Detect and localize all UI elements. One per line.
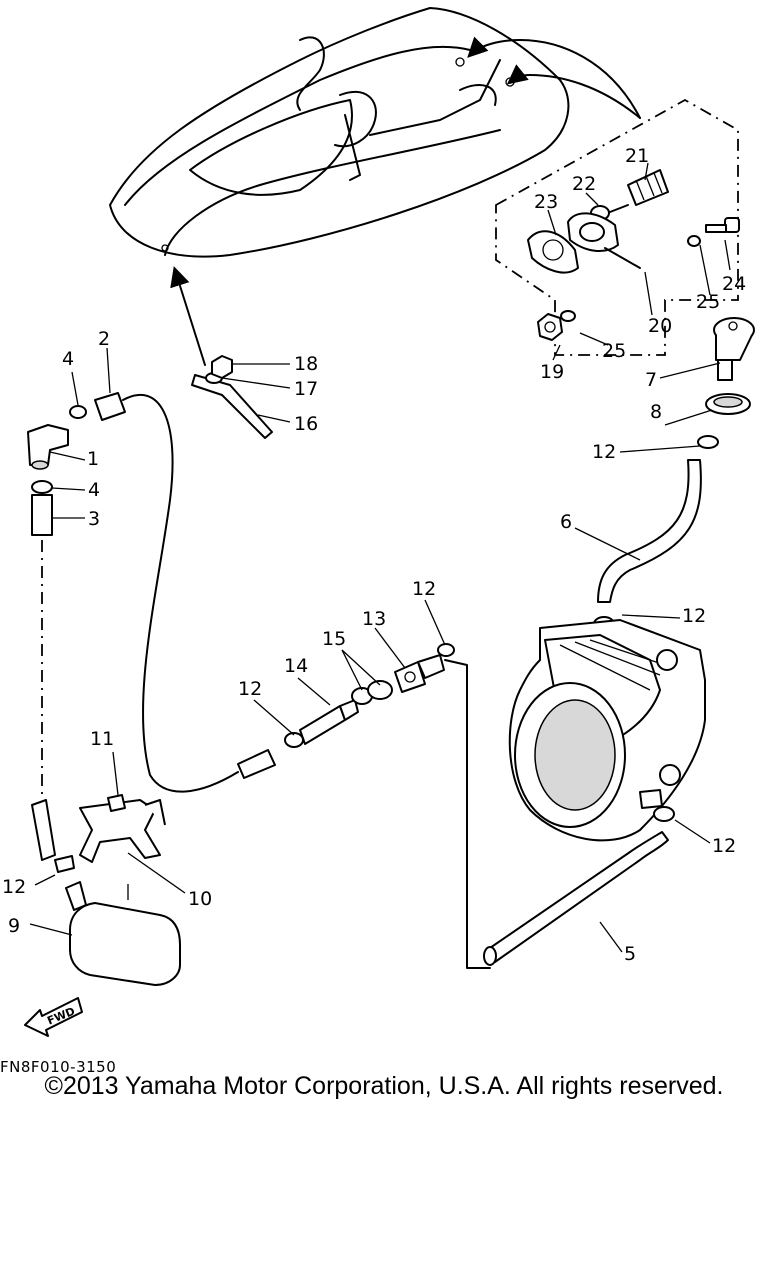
fitting-chain [237, 643, 455, 779]
callout-12-chain: 12 [238, 678, 262, 700]
route-line-5 [444, 659, 491, 969]
callout-25-lower: 25 [602, 340, 626, 362]
part-7-plug [713, 317, 755, 381]
callout-17: 17 [294, 378, 318, 400]
part-19-nut [537, 313, 563, 341]
callout-21: 21 [625, 145, 649, 167]
clamp-12-upper [697, 435, 719, 449]
callout-1: 1 [87, 448, 99, 470]
part-18-nut [211, 355, 233, 379]
part-9-tank [65, 881, 181, 986]
part-1-elbow [27, 424, 69, 470]
part-25-washer-upper [687, 235, 701, 247]
diagram-code: FN8F010-3150 [0, 1058, 117, 1076]
fwd-direction-arrow: FWD [24, 997, 83, 1037]
callout-4-lower: 4 [88, 479, 100, 501]
part-2-hose [94, 392, 126, 421]
jet-pump-housing [508, 619, 706, 842]
part-16-plate [191, 374, 273, 439]
part-21-plug [609, 169, 669, 213]
parts-exploded-diagram: FWD 1 2 [2, 7, 755, 1037]
leader-lines [29, 162, 731, 953]
callout-12-hose6: 12 [682, 605, 706, 627]
callout-18: 18 [294, 353, 318, 375]
callout-numbers: 1 2 3 4 4 5 6 7 8 9 10 11 12 12 12 12 12… [2, 145, 746, 965]
callout-2: 2 [98, 328, 110, 350]
callout-8: 8 [650, 401, 662, 423]
part-10-bracket [79, 799, 166, 863]
part-11-screw [107, 794, 126, 812]
part-8-nut [705, 393, 751, 415]
callout-24: 24 [722, 273, 746, 295]
callout-11: 11 [90, 728, 114, 750]
callout-20: 20 [648, 315, 672, 337]
part-20-housing [567, 212, 641, 269]
callout-5: 5 [624, 943, 636, 965]
part-25-washer-lower [560, 310, 576, 322]
hull-arrows [170, 36, 641, 366]
fwd-label: FWD [45, 1005, 77, 1028]
callout-12-left: 12 [2, 876, 26, 898]
hose-route-2 [122, 393, 239, 793]
callout-6: 6 [560, 511, 572, 533]
callout-4-upper: 4 [62, 348, 74, 370]
part-6-hose [597, 459, 702, 603]
clamp-12-left-lower [54, 855, 75, 873]
callout-25-upper: 25 [696, 291, 720, 313]
part-23-gasket [527, 230, 579, 274]
inset-box [495, 98, 739, 356]
callout-14: 14 [284, 655, 308, 677]
callout-15: 15 [322, 628, 346, 650]
callout-3: 3 [88, 508, 100, 530]
part-3-pipe [31, 494, 53, 536]
part-4-clamp-lower [31, 480, 53, 494]
clamp-12-lower-right [653, 806, 675, 822]
callout-12-right-lower: 12 [712, 835, 736, 857]
callout-7: 7 [645, 369, 657, 391]
callout-22: 22 [572, 173, 596, 195]
callout-10: 10 [188, 888, 212, 910]
callout-9: 9 [8, 915, 20, 937]
callout-12-right-upper: 12 [592, 441, 616, 463]
part-24-bolt [705, 217, 740, 233]
part-4-clamp-upper [69, 405, 87, 419]
watercraft-hull-drawing [109, 7, 570, 258]
copyright-notice: ©2013 Yamaha Motor Corporation, U.S.A. A… [44, 1072, 724, 1100]
callout-12-top: 12 [412, 578, 436, 600]
callout-16: 16 [294, 413, 318, 435]
callout-19: 19 [540, 361, 564, 383]
lower-hose [31, 799, 56, 861]
callout-23: 23 [534, 191, 558, 213]
part-5-hose [486, 831, 669, 963]
callout-13: 13 [362, 608, 386, 630]
